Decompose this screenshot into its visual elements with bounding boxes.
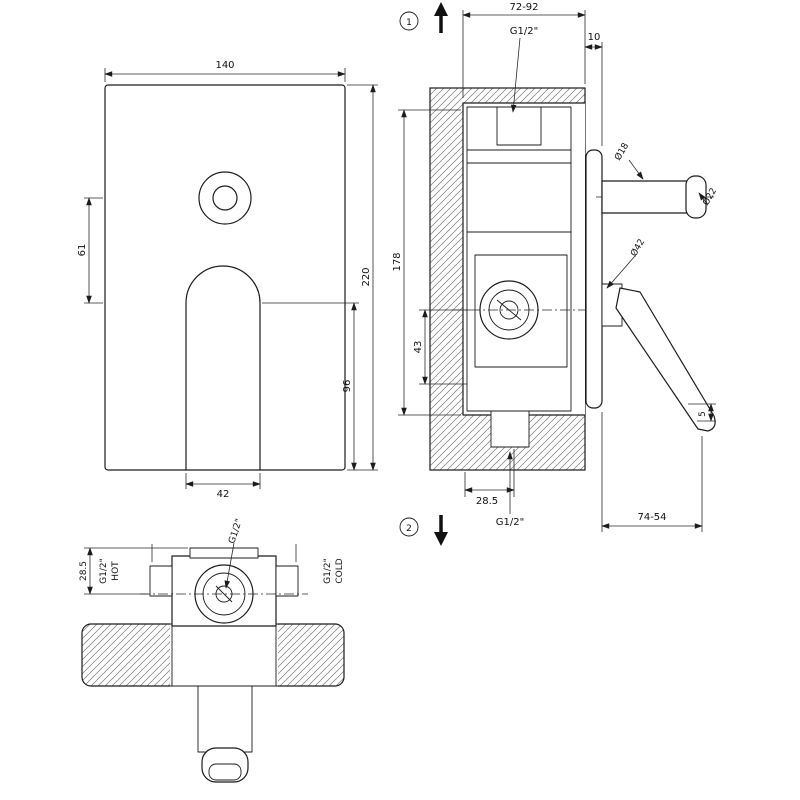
handle-stem-bottom	[197, 685, 253, 753]
spout-end-cap	[685, 175, 707, 219]
hot-label: HOT	[111, 561, 121, 581]
cartridge-outer	[479, 280, 539, 340]
outlet-port-bottom	[490, 410, 530, 448]
dim-height-label: 220	[361, 267, 372, 286]
side-section-view: 72-92 G1/2" 10 1 2 178 43 Ø18 Ø22	[392, 2, 719, 546]
spout-pipe	[601, 180, 689, 214]
spout-dia-leader	[628, 159, 644, 180]
cartridge-slot	[496, 299, 522, 321]
dim-lever-label: 96	[342, 380, 353, 393]
button-outer-circle	[198, 171, 252, 225]
dim-outlet-offset-43	[419, 309, 470, 385]
dim-outlet-depth-28-5	[464, 449, 515, 497]
dim-body-height-178	[398, 109, 461, 416]
cartridge-mid	[488, 289, 530, 331]
cold-port	[275, 565, 299, 597]
dim-width-label: 140	[215, 60, 234, 71]
hot-thread-label: G1/2"	[99, 558, 109, 584]
cartridge-inner	[499, 300, 519, 320]
bottom-view: 28.5 G1/2" HOT G1/2" G1/2" COLD	[79, 518, 345, 783]
dim-handle-projection-label: 74-54	[637, 512, 666, 523]
hot-port	[149, 565, 173, 597]
dim-slot-width-label: 42	[217, 489, 230, 500]
front-view: 140 61 220 96 42	[77, 60, 378, 500]
valve-body-bottom	[171, 555, 277, 627]
center-thread-leader	[224, 542, 235, 589]
inlet-thread-leader	[510, 37, 521, 113]
dim-body-height-label: 178	[392, 252, 403, 271]
dim-depth-range-72-92	[462, 10, 586, 98]
callout-1-label: 1	[406, 18, 412, 28]
callout-2-label: 2	[406, 524, 412, 534]
dim-handle-gap-5	[688, 403, 716, 422]
dim-port-offset-label: 28.5	[79, 561, 89, 581]
cartridge-bottom-mid	[202, 572, 246, 616]
callout-2-circle	[399, 517, 419, 537]
dim-outlet-depth-label: 28.5	[476, 496, 498, 507]
cartridge-housing	[474, 254, 568, 368]
cartridge-bottom-outer	[194, 564, 254, 624]
cartridge-bottom-slot	[215, 585, 233, 603]
handle-slot	[185, 265, 261, 471]
handle-lever	[615, 287, 716, 432]
dim-depth-range-label: 72-92	[509, 2, 538, 13]
flow-down-arrow-head	[434, 532, 448, 546]
dim-width-140	[104, 68, 346, 82]
rosette-dia-leader	[606, 255, 636, 289]
dim-button-offset-label: 61	[77, 244, 88, 257]
button-inner-circle	[212, 185, 238, 211]
flange-opening	[170, 620, 278, 690]
spout-end-dia-leader	[698, 192, 708, 205]
rosette-dia-label: Ø42	[628, 237, 647, 259]
cartridge-bottom-inner	[215, 585, 233, 603]
cold-label: COLD	[335, 558, 345, 583]
dim-handle-gap-label: 5	[698, 411, 708, 417]
handle-tip-inner	[208, 763, 242, 781]
inlet-port-top	[496, 106, 542, 146]
dim-port-offset-28-5	[84, 547, 188, 595]
dim-plate-offset-10	[584, 42, 603, 146]
dim-lever-96	[262, 302, 359, 471]
dim-slot-width-42	[185, 473, 261, 489]
center-thread-label: G1/2"	[227, 518, 244, 545]
front-plate	[104, 84, 346, 471]
cold-thread-label: G1/2"	[323, 558, 333, 584]
spout-dia-label: Ø18	[612, 141, 631, 163]
dim-plate-offset-label: 10	[588, 32, 601, 43]
dim-outlet-offset-label: 43	[413, 341, 424, 354]
callout-1-circle	[399, 11, 419, 31]
body-step	[189, 547, 259, 559]
trim-plate-edge	[585, 149, 603, 409]
dim-button-offset-61	[84, 197, 103, 304]
flow-up-arrow-head	[434, 2, 448, 16]
outlet-thread-label: G1/2"	[496, 517, 524, 528]
dim-handle-projection-74-54	[601, 412, 703, 532]
inlet-thread-label: G1/2"	[510, 26, 538, 37]
